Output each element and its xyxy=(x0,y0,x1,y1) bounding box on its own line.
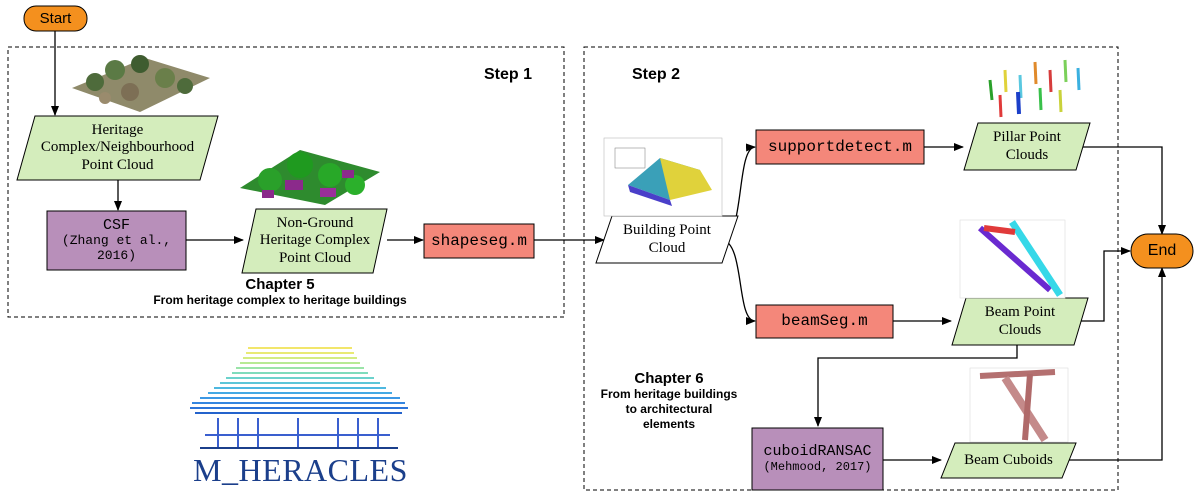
beamseg-label: beamSeg.m xyxy=(781,312,868,331)
csf-node[interactable]: CSF (Zhang et al., 2016) xyxy=(47,211,186,270)
end-terminal[interactable]: End xyxy=(1131,234,1193,268)
beam-cuboids-thumbnail xyxy=(969,367,1069,443)
start-terminal[interactable]: Start xyxy=(24,6,87,31)
heritage-complex-line2: Complex/Neighbourhood xyxy=(40,139,195,156)
csf-line2: (Zhang et al., xyxy=(61,233,172,249)
supportdetect-label: supportdetect.m xyxy=(767,137,913,156)
beam-cuboids-label: Beam Cuboids xyxy=(964,451,1053,468)
shapeseg-shape xyxy=(423,223,535,259)
building-line1: Building Point xyxy=(623,222,711,239)
arrow-pillar-end xyxy=(1075,146,1166,235)
heritage-complex-shape xyxy=(16,115,219,181)
building-line2: Cloud xyxy=(648,239,686,256)
non-ground-thumbnail xyxy=(240,150,380,205)
beamseg-node[interactable]: beamSeg.m xyxy=(756,305,893,338)
beam-pc-thumbnail xyxy=(959,219,1066,299)
heritage-complex-line1: Heritage xyxy=(91,122,144,139)
logo-text: M_HERACLES xyxy=(193,452,408,488)
chapter6-subtitle-line1: From heritage buildings xyxy=(600,387,738,401)
beam-cuboids-node[interactable]: Beam Cuboids xyxy=(945,443,1072,478)
shapeseg-label: shapeseg.m xyxy=(430,231,527,250)
arrow-beampc-cuboid xyxy=(814,345,1018,427)
chapter6-title: Chapter 6 xyxy=(634,370,704,387)
supportdetect-shape xyxy=(755,129,925,165)
pillar-thumbnail xyxy=(988,59,1081,118)
end-label: End xyxy=(1147,241,1177,259)
building-thumbnail xyxy=(603,137,723,217)
cuboid-node[interactable]: cuboidRANSAC (Mehmood, 2017) xyxy=(752,428,883,490)
non-ground-line3: Point Cloud xyxy=(278,249,352,266)
csf-line1: CSF xyxy=(102,216,130,234)
non-ground-line1: Non-Ground xyxy=(276,215,354,232)
beam-pc-line1: Beam Point xyxy=(984,304,1056,321)
start-shape xyxy=(23,5,88,32)
beamseg-shape xyxy=(755,304,894,339)
building-node[interactable]: Building Point Cloud xyxy=(600,216,734,263)
step1-title: Step 1 xyxy=(484,66,533,83)
cuboid-shape xyxy=(751,427,884,491)
logo-graphic xyxy=(190,347,408,449)
end-shape xyxy=(1130,233,1194,269)
non-ground-node[interactable]: Non-Ground Heritage Complex Point Cloud xyxy=(245,209,385,273)
start-label: Start xyxy=(39,9,72,27)
heritage-complex-node[interactable]: Heritage Complex/Neighbourhood Point Clo… xyxy=(20,116,215,180)
chapter6-subtitle-line2: to architectural xyxy=(625,402,713,416)
csf-line3: 2016) xyxy=(96,248,136,264)
beam-cuboids-shape xyxy=(940,442,1077,479)
pillar-node[interactable]: Pillar Point Clouds xyxy=(968,123,1086,170)
shapeseg-node[interactable]: shapeseg.m xyxy=(424,224,534,258)
cuboid-line2: (Mehmood, 2017) xyxy=(763,459,872,474)
non-ground-line2: Heritage Complex xyxy=(259,232,371,249)
arrow-beampc-end xyxy=(1074,247,1131,322)
heritage-complex-line3: Point Cloud xyxy=(81,156,154,173)
beam-pc-line2: Clouds xyxy=(998,321,1042,338)
csf-shape xyxy=(46,210,187,271)
chapter5-block: Chapter 5 From heritage complex to herit… xyxy=(110,276,450,308)
non-ground-shape xyxy=(241,208,388,274)
heritage-complex-thumbnail xyxy=(72,55,210,112)
supportdetect-node[interactable]: supportdetect.m xyxy=(756,130,924,164)
cuboid-line1: cuboidRANSAC xyxy=(763,443,872,461)
beam-pc-node[interactable]: Beam Point Clouds xyxy=(956,298,1084,345)
chapter6-subtitle-line3: elements xyxy=(642,417,696,431)
pillar-line1: Pillar Point xyxy=(993,129,1061,146)
pillar-line2: Clouds xyxy=(1005,146,1049,163)
step2-title: Step 2 xyxy=(632,66,681,83)
chapter5-subtitle: From heritage complex to heritage buildi… xyxy=(153,293,407,307)
step2-frame xyxy=(583,46,1119,491)
chapter5-title: Chapter 5 xyxy=(245,276,315,293)
arrow-beamcuboids-end xyxy=(1062,267,1166,461)
chapter6-block: Chapter 6 From heritage buildings to arc… xyxy=(584,370,754,432)
pillar-shape xyxy=(963,122,1091,171)
